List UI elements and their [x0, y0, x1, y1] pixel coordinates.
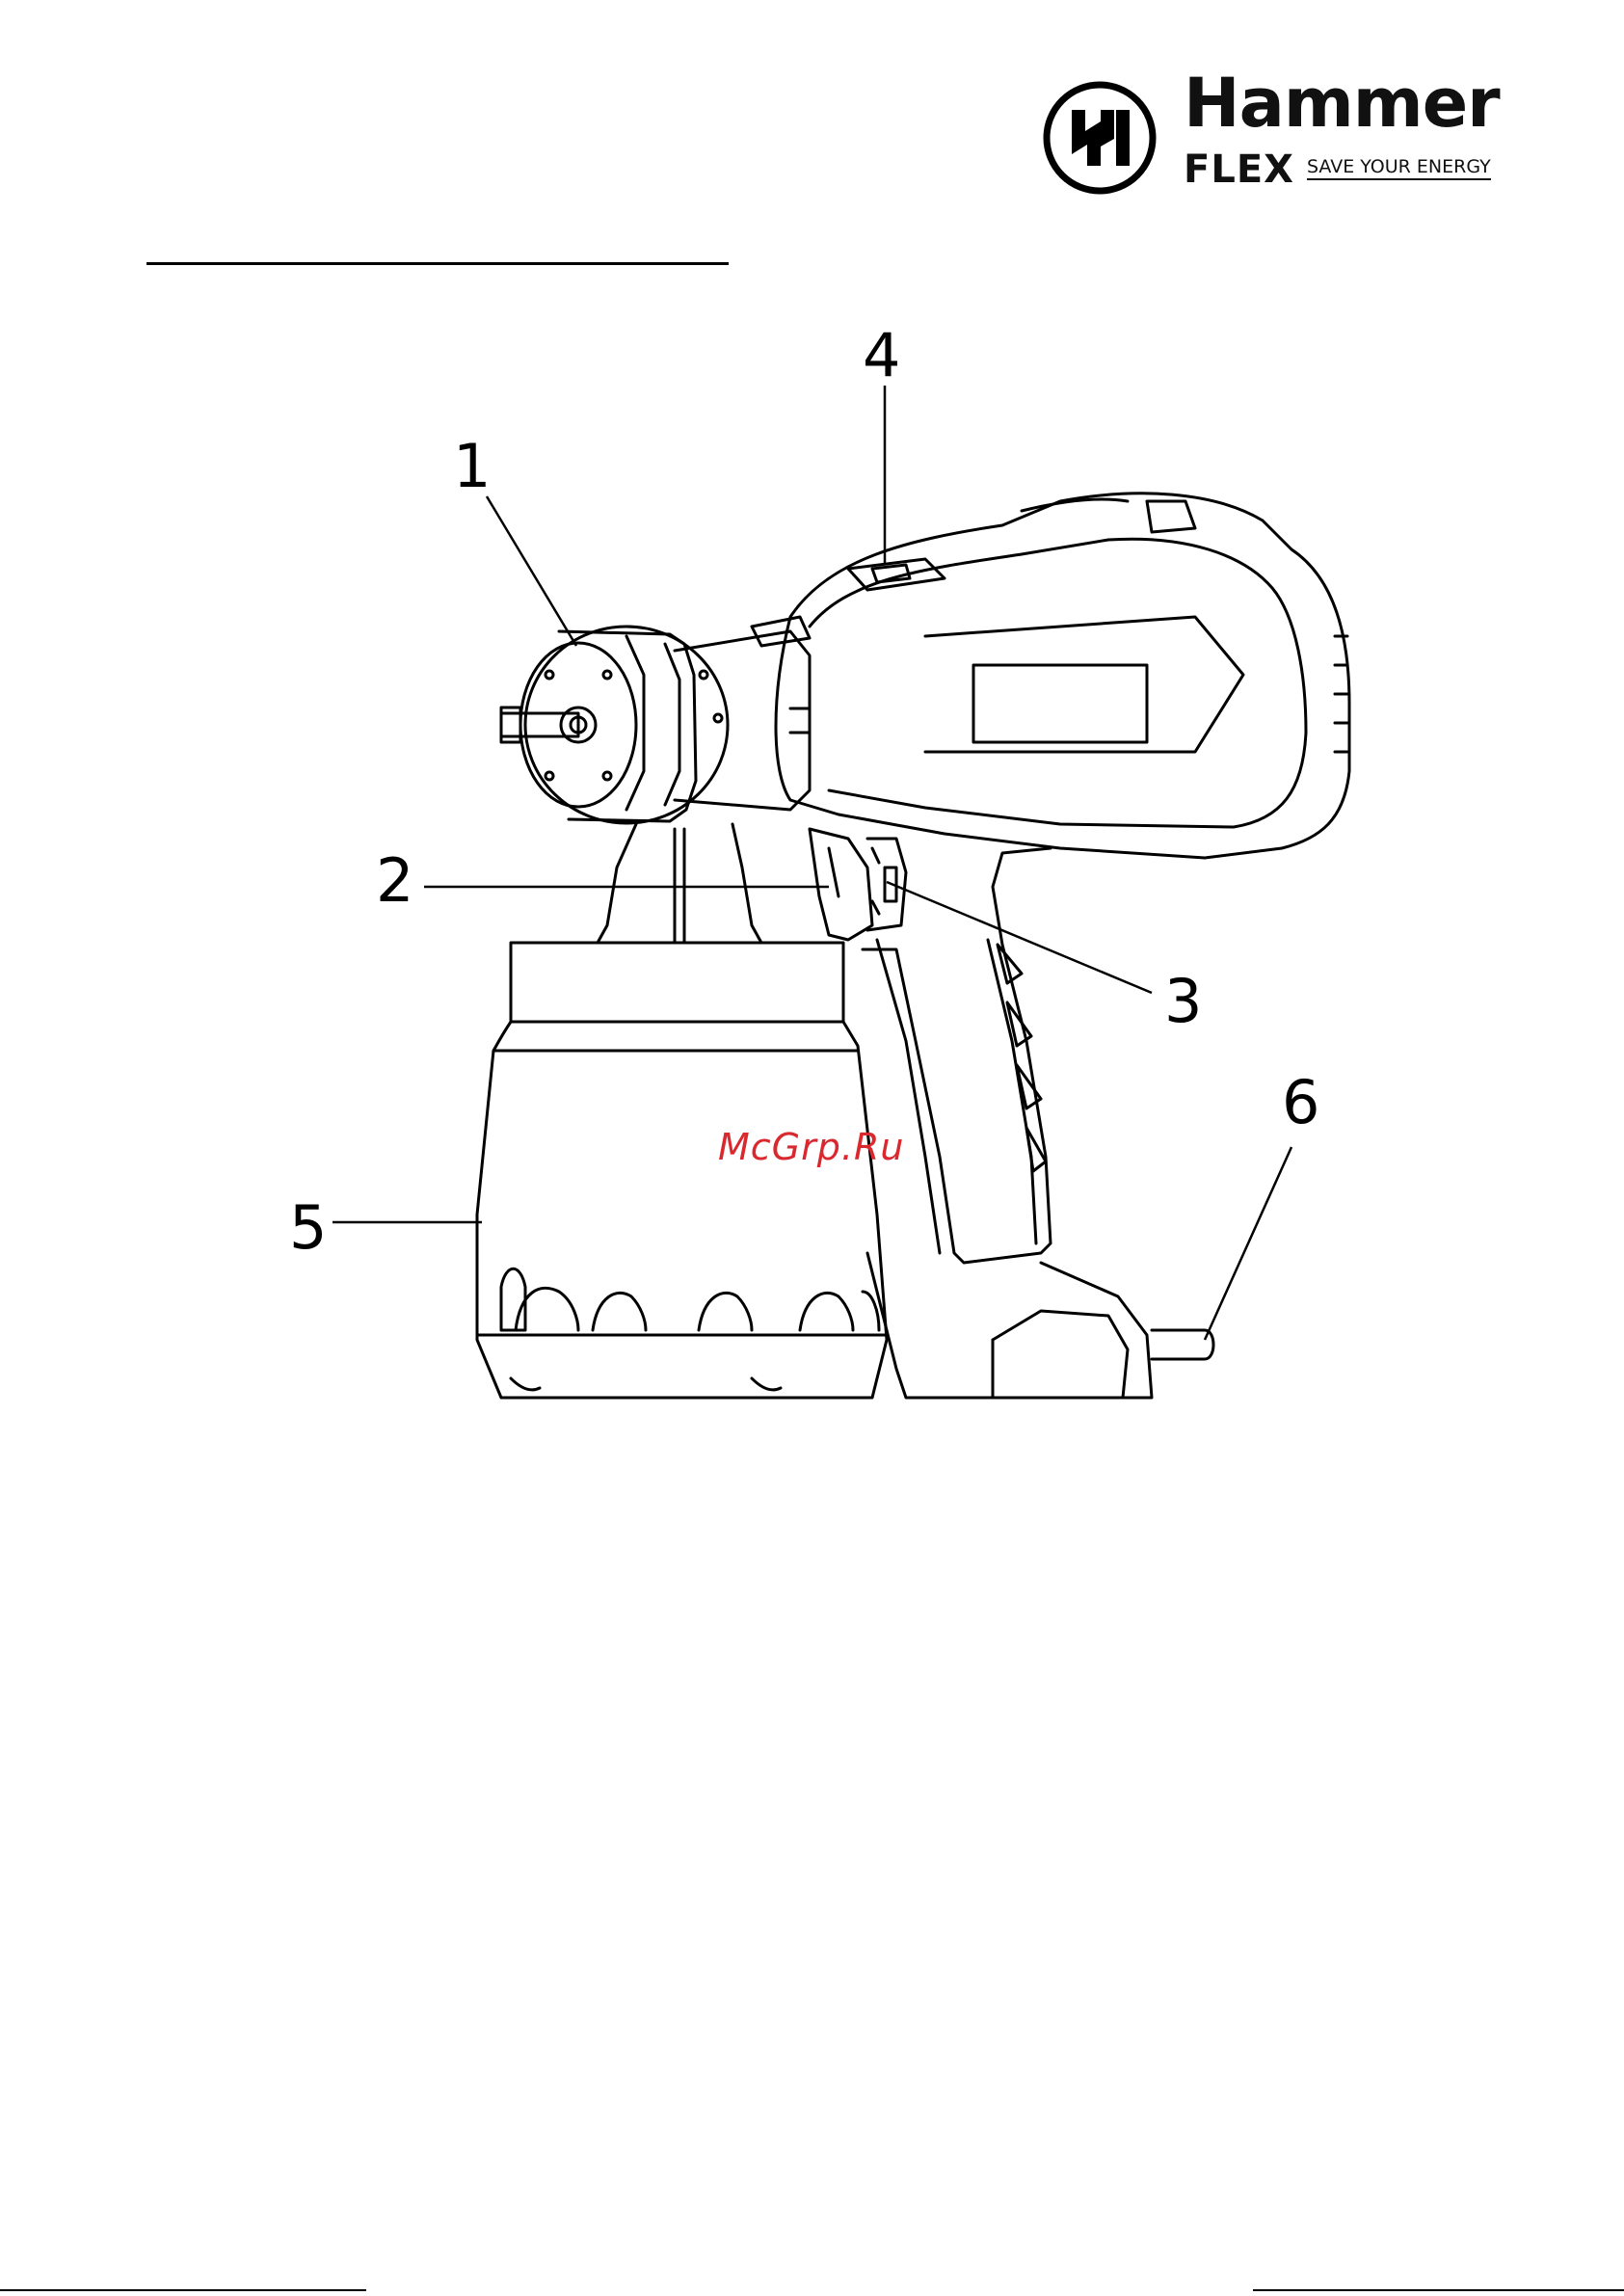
trigger: [810, 829, 872, 940]
callout-4: 4: [863, 320, 900, 390]
paint-container: [477, 943, 887, 1398]
leader-lines: [333, 386, 1291, 1340]
handle: [863, 848, 1213, 1398]
callout-1: 1: [453, 431, 491, 501]
footer-rule-left: [0, 2289, 366, 2291]
callout-6: 6: [1282, 1067, 1319, 1137]
nozzle-ring: [501, 627, 728, 823]
motor-housing: [776, 494, 1349, 858]
watermark: McGrp.Ru: [718, 1126, 904, 1168]
callout-2: 2: [376, 845, 413, 916]
callout-3: 3: [1164, 966, 1202, 1036]
container-neck: [598, 824, 761, 943]
top-switch: [848, 559, 945, 590]
footer-rule-right: [1253, 2289, 1624, 2291]
callout-5: 5: [289, 1192, 327, 1263]
leader-line-6: [1205, 1147, 1291, 1340]
leader-line-1: [487, 496, 576, 646]
flow-control-knob: [867, 839, 906, 930]
